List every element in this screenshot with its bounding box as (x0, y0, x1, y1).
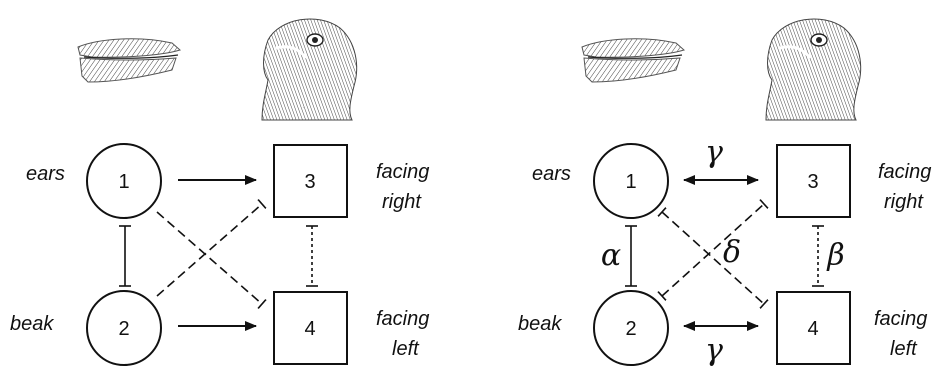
edge-2-3-inhibit (657, 199, 769, 301)
label-beak: beak (518, 313, 562, 335)
right-diagram: 1 2 3 4 γ γ α β δ ears beak facing right… (518, 135, 931, 368)
node-4-label: 4 (807, 318, 818, 340)
rabbit-head-illustration-right (765, 18, 862, 121)
label-facing-right-line1: facing (376, 161, 429, 183)
param-gamma-top: γ (705, 135, 723, 170)
node-1-circle (593, 143, 669, 219)
node-1-circle (86, 143, 162, 219)
node-3-label: 3 (304, 171, 315, 193)
duck-beak-icon (77, 38, 182, 83)
node-4-box (776, 291, 851, 365)
label-facing-right-line2: right (382, 191, 422, 213)
rabbit-head-illustration-left (261, 18, 358, 121)
edge-1-4-inhibit (657, 207, 769, 309)
node-1-label: 1 (118, 171, 129, 193)
duck-beak-illustration-right (581, 38, 686, 83)
duck-beak-icon (581, 38, 686, 83)
node-3-box (273, 144, 348, 218)
label-beak: beak (10, 313, 54, 335)
node-3-label: 3 (807, 171, 818, 193)
label-facing-left-line2: left (392, 338, 420, 360)
node-3-box (776, 144, 851, 218)
duck-beak-illustration-left (77, 38, 182, 83)
label-facing-right-line2: right (884, 191, 924, 213)
rabbit-head-icon (765, 18, 862, 121)
param-delta: δ (723, 235, 741, 270)
param-alpha: α (601, 238, 621, 273)
node-2-circle (86, 290, 162, 366)
node-2-circle (593, 290, 669, 366)
node-4-box (273, 291, 348, 365)
node-1-label: 1 (625, 171, 636, 193)
label-ears: ears (532, 163, 571, 185)
label-facing-left-line1: facing (874, 308, 927, 330)
node-4-label: 4 (304, 318, 315, 340)
left-diagram: 1 2 3 4 ears beak facing right facing le… (10, 143, 429, 366)
param-beta: β (826, 238, 844, 273)
label-ears: ears (26, 163, 65, 185)
node-2-label: 2 (118, 318, 129, 340)
edge-1-inhibits-4 (156, 211, 267, 310)
param-gamma-bottom: γ (705, 333, 723, 368)
label-facing-left-line2: left (890, 338, 918, 360)
node-2-label: 2 (625, 318, 636, 340)
edge-2-inhibits-3 (156, 198, 267, 297)
rabbit-head-icon (261, 18, 358, 121)
label-facing-right-line1: facing (878, 161, 931, 183)
label-facing-left-line1: facing (376, 308, 429, 330)
